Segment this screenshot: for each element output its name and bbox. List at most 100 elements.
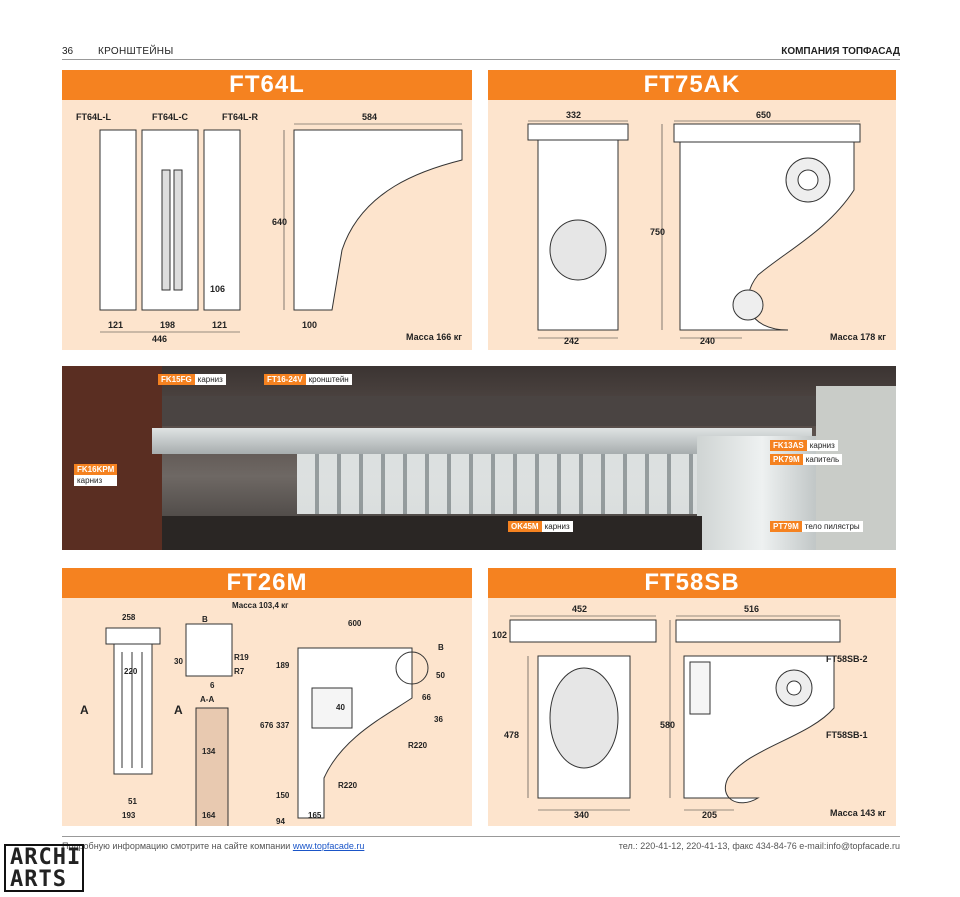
footer-contacts: тел.: 220-41-12, 220-41-13, факс 434-84-… [618,840,900,851]
dim-30: 30 [174,657,183,666]
dim-121-left: 121 [108,320,123,330]
ft58sb-side-capital [675,619,841,643]
panel-title: FT64L [62,70,472,100]
label-ft64l-l: FT64L-L [76,112,112,122]
dim-332: 332 [566,110,581,120]
section-mark-a-right: A [174,703,183,717]
dim-242: 242 [564,336,579,346]
dim-r220-a: R220 [408,741,428,750]
panel-ft64l: FT64L FT64L-L FT64L-C FT64L-R 584 640 10… [62,70,472,350]
dim-676: 676 [260,721,274,730]
mass-label: Масса 178 кг [829,332,886,342]
ft64l-drawing: FT64L-L FT64L-C FT64L-R 584 640 106 121 … [76,112,463,344]
dim-340: 340 [574,810,589,820]
dim-r19: R19 [234,653,249,662]
mass-label: Масса 166 кг [405,332,462,342]
page-header: 36 КРОНШТЕЙНЫ КОМПАНИЯ ТОПФАСАД [62,44,900,60]
dim-165: 165 [308,811,322,820]
dim-258: 258 [122,613,136,622]
dim-584: 584 [362,112,377,122]
dim-50: 50 [436,671,445,680]
dim-40: 40 [336,703,345,712]
dim-198: 198 [160,320,175,330]
ft64l-l-part [99,129,137,311]
ft26m-front-capital [105,627,161,645]
archi-arts-logo: ARCHI ARTS [4,844,84,892]
dim-220: 220 [124,667,138,676]
dim-121-right: 121 [212,320,227,330]
section-mark-a-left: A [80,703,89,717]
dim-102: 102 [492,630,507,640]
label-ft58sb-2: FT58SB-2 [826,654,868,664]
ft26m-side-view [297,647,413,819]
dim-36: 36 [434,715,443,724]
ft75ak-drawing: 332 650 750 242 240 [527,110,861,346]
dim-150: 150 [276,791,290,800]
dim-a-a: A-A [200,695,214,704]
logo-line1: ARCHI [10,845,82,870]
page-number: 36 [62,46,74,57]
mass-label: Масса 103,4 кг [232,601,289,610]
dim-446: 446 [152,334,167,344]
dim-750: 750 [650,227,665,237]
ft75ak-front-capital [527,123,629,141]
dim-600: 600 [348,619,362,628]
panel-title: FT58SB [488,568,896,598]
dim-51: 51 [128,797,137,806]
ft64l-side-view [293,129,463,311]
section-title: КРОНШТЕЙНЫ [98,46,174,57]
label-ft64l-c: FT64L-C [152,112,189,122]
dim-193: 193 [122,811,136,820]
panel-ft58sb: FT58SB 452 516 102 478 580 340 205 FT58S… [488,568,896,826]
dim-452: 452 [572,604,587,614]
footer-info: Подробную информацию смотрите на сайте к… [62,841,364,851]
company-name: КОМПАНИЯ ТОПФАСАД [781,46,900,57]
dim-580: 580 [660,720,675,730]
dim-r7: R7 [234,667,245,676]
dim-134: 134 [202,747,216,756]
dim-337: 337 [276,721,290,730]
ft26m-drawing: Масса 103,4 кг 258 220 600 B 30 R19 6 R7… [80,601,445,826]
dim-94: 94 [276,817,285,826]
dim-164: 164 [202,811,216,820]
label-ft58sb-1: FT58SB-1 [826,730,868,740]
dim-189: 189 [276,661,290,670]
dim-100: 100 [302,320,317,330]
ft58sb-front-capital [509,619,657,643]
logo-line2: ARTS [10,867,67,892]
dim-106: 106 [210,284,225,294]
dim-b: B [202,615,208,624]
ft58sb-drawing: 452 516 102 478 580 340 205 FT58SB-2 FT5… [492,604,868,820]
ft26m-front-body [113,643,153,775]
dim-r220-b: R220 [338,781,358,790]
ft75ak-side-capital [673,123,861,143]
dim-478: 478 [504,730,519,740]
mass-label: Масса 143 кг [829,808,886,818]
ft26m-detail-b [185,623,233,677]
ft26m-section-aa [195,707,229,826]
dim-6: 6 [210,681,215,690]
dim-240: 240 [700,336,715,346]
dim-516: 516 [744,604,759,614]
ft64l-r-part [203,129,241,311]
dim-66: 66 [422,693,431,702]
dim-205: 205 [702,810,717,820]
panel-ft26m: FT26M Масса 103,4 кг 258 220 600 B 30 R1… [62,568,472,826]
label-ft64l-r: FT64L-R [222,112,259,122]
panel-ft75ak: FT75AK 332 650 750 242 240 Масса 178 кг [488,70,896,350]
dim-b-callout: B [438,643,444,652]
page-footer: Подробную информацию смотрите на сайте к… [62,836,900,854]
panel-title: FT75AK [488,70,896,100]
dim-650: 650 [756,110,771,120]
website-link[interactable]: www.topfacade.ru [292,840,365,851]
panel-title: FT26M [62,568,472,598]
dim-640: 640 [272,217,287,227]
